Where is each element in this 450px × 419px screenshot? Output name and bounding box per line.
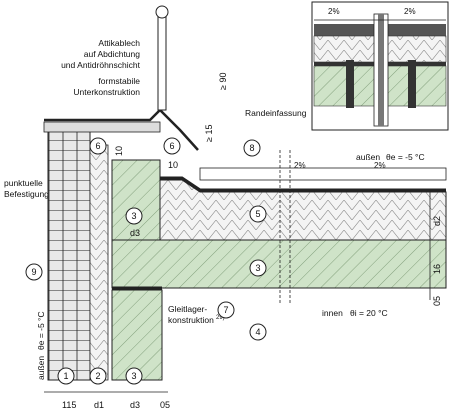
roof-slab: [111, 239, 447, 289]
brick-wall: [47, 129, 91, 381]
parapet-concrete: [111, 159, 161, 241]
inset-detail: 2% 2%: [311, 1, 449, 131]
svg-text:8: 8: [249, 143, 254, 153]
slope-main-left: 2%: [294, 161, 306, 170]
dim-d3-mid: d3: [130, 228, 140, 238]
dim-10-vertical: 10: [114, 146, 124, 156]
callout-5: 5: [249, 205, 267, 223]
label-attika-2: auf Abdichtung: [84, 49, 141, 59]
label-attika-1: Attikablech: [98, 38, 140, 48]
callout-6-right: 6: [163, 137, 181, 155]
slope-main-right: 2%: [374, 161, 386, 170]
svg-text:6: 6: [95, 141, 100, 151]
roof-insulation: [159, 179, 447, 241]
label-aussen-right: außen: [356, 152, 380, 162]
label-theta-e-right: θe = -5 °C: [386, 152, 425, 162]
dim-ge90: ≥ 90: [218, 73, 228, 90]
svg-text:3: 3: [131, 211, 136, 221]
label-punktuelle-1: punktuelle: [4, 178, 43, 188]
label-gleitlager-1: Gleitlager-: [168, 304, 207, 314]
callout-2: 2: [89, 367, 107, 385]
dim-d2: d2: [432, 216, 442, 226]
svg-text:7: 7: [223, 305, 228, 315]
label-theta-i: θi = 20 °C: [350, 308, 388, 318]
callout-3-slab: 3: [249, 259, 267, 277]
dim-ge15: ≥ 15: [204, 125, 214, 142]
dim-16: 16: [432, 264, 442, 274]
svg-text:5: 5: [255, 209, 260, 219]
callout-7: 7: [217, 301, 235, 319]
dim-bottom-05: 05: [160, 400, 170, 410]
callout-3-bottom: 3: [125, 367, 143, 385]
callout-3-parapet: 3: [125, 207, 143, 225]
svg-text:3: 3: [131, 371, 136, 381]
svg-text:4: 4: [255, 327, 260, 337]
dim-bottom-115: 115: [62, 400, 76, 410]
label-attika-3: und Antidröhnschicht: [61, 60, 141, 70]
label-formstabile-2: Unterkonstruktion: [73, 87, 140, 97]
label-theta-e-left: θe = -5 °C: [36, 311, 46, 350]
callout-1: 1: [57, 367, 75, 385]
callout-9: 9: [25, 263, 43, 281]
inset-slope-right: 2%: [404, 7, 416, 16]
label-randeinfassung: Randeinfassung: [245, 108, 307, 118]
svg-text:1: 1: [63, 371, 68, 381]
svg-text:3: 3: [255, 263, 260, 273]
svg-text:9: 9: [31, 267, 36, 277]
label-formstabile-1: formstabile: [98, 76, 140, 86]
dim-bottom-d3: d3: [130, 400, 140, 410]
dim-bottom-d1: d1: [94, 400, 104, 410]
label-gleitlager-2: konstruktion: [168, 315, 214, 325]
svg-text:2: 2: [95, 371, 100, 381]
callout-6-left: 6: [89, 137, 107, 155]
label-innen: innen: [322, 308, 343, 318]
label-punktuelle-2: Befestigung: [4, 189, 49, 199]
callout-4: 4: [249, 323, 267, 341]
label-aussen-left: außen: [36, 356, 46, 380]
inset-slope-left: 2%: [328, 7, 340, 16]
callout-8: 8: [243, 139, 261, 157]
dim-05: 05: [432, 296, 442, 306]
label-gleitlager-ref: 29): [216, 315, 225, 321]
lower-concrete-wall: [111, 289, 163, 381]
wall-insulation: [89, 144, 109, 381]
dim-10-horizontal: 10: [168, 160, 178, 170]
svg-text:6: 6: [169, 141, 174, 151]
